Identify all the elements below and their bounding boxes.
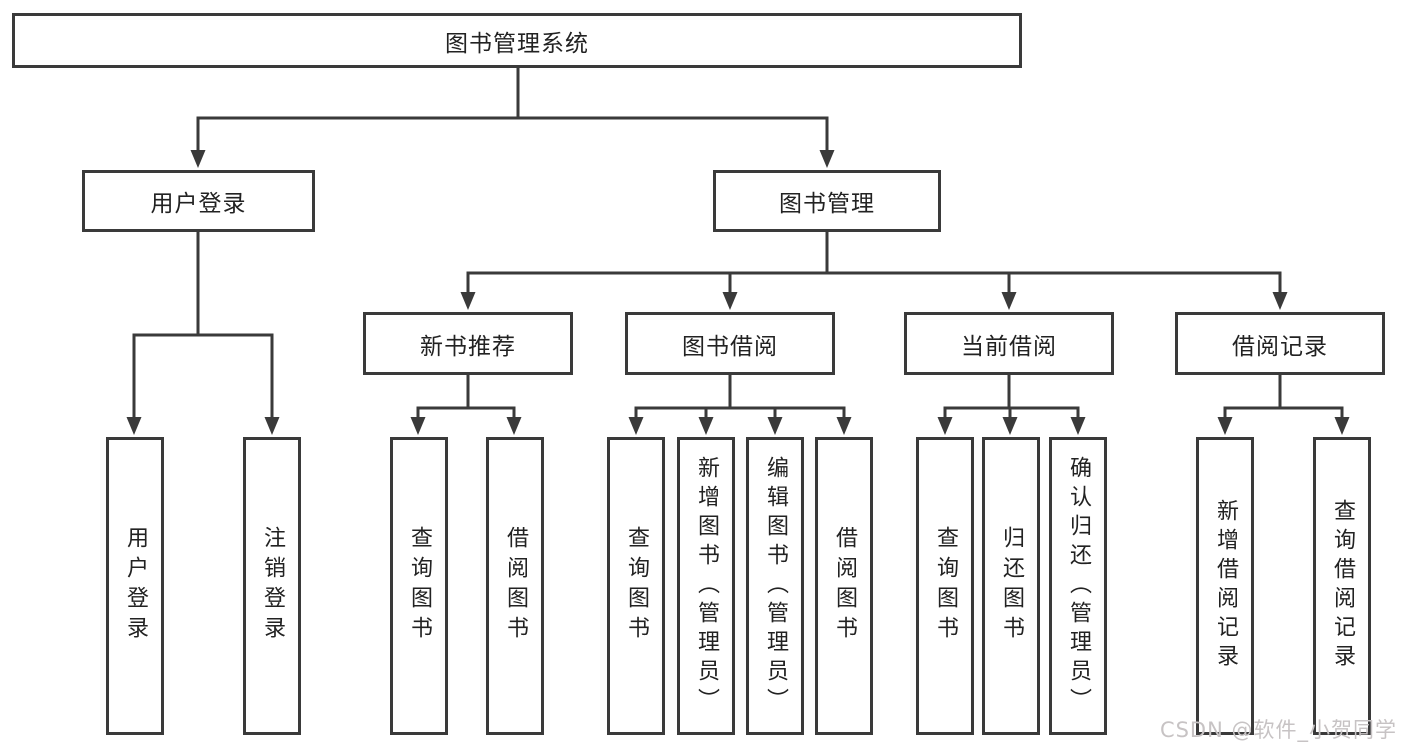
node-book-management: 图书管理 (713, 170, 941, 232)
node-label: 图书借阅 (682, 333, 778, 360)
connector-login-branch (132, 232, 274, 420)
node-current-borrow: 当前借阅 (904, 312, 1114, 375)
leaf-edit-books-admin: 编辑图书（管理员） (746, 437, 804, 735)
node-label: 用户登录 (150, 191, 247, 217)
leaf-label: 确认归还（管理员） (1066, 455, 1091, 717)
csdn-watermark: CSDN @软件_小贺同学 (1159, 718, 1397, 742)
leaf-return-books: 归还图书 (982, 437, 1040, 735)
node-label: 借阅记录 (1232, 333, 1328, 360)
leaf-query-books-current: 查询图书 (916, 437, 974, 735)
node-label: 当前借阅 (961, 333, 1057, 360)
leaf-label: 借阅图书 (832, 526, 857, 646)
node-label: 图书管理系统 (445, 30, 589, 57)
leaf-confirm-return-admin: 确认归还（管理员） (1049, 437, 1107, 735)
leaf-label: 用户登录 (123, 526, 148, 646)
node-library-management-system: 图书管理系统 (12, 13, 1022, 68)
connector-records-group (1223, 375, 1344, 421)
leaf-label: 查询图书 (407, 526, 432, 646)
leaf-logout: 注销登录 (243, 437, 301, 735)
leaf-label: 查询图书 (624, 526, 649, 646)
leaf-label: 归还图书 (999, 526, 1024, 646)
node-label: 图书管理 (779, 191, 875, 217)
leaf-label: 查询借阅记录 (1330, 499, 1355, 673)
leaf-query-borrow-record: 查询借阅记录 (1313, 437, 1371, 735)
leaf-borrow-books: 借阅图书 (815, 437, 873, 735)
node-borrow-records: 借阅记录 (1175, 312, 1385, 375)
leaf-add-borrow-record: 新增借阅记录 (1196, 437, 1254, 735)
leaf-user-login: 用户登录 (106, 437, 164, 735)
leaf-borrow-books-recommend: 借阅图书 (486, 437, 544, 735)
node-book-borrow: 图书借阅 (625, 312, 835, 375)
node-user-login: 用户登录 (82, 170, 315, 232)
leaf-label: 注销登录 (260, 526, 285, 646)
connector-current-group (943, 375, 1080, 421)
leaf-query-books-borrow: 查询图书 (607, 437, 665, 735)
leaf-label: 查询图书 (933, 526, 958, 646)
leaf-label: 编辑图书（管理员） (763, 455, 788, 717)
leaf-label: 借阅图书 (503, 526, 528, 646)
connector-borrow-group (634, 375, 846, 421)
node-new-book-recommend: 新书推荐 (363, 312, 573, 375)
leaf-add-books-admin: 新增图书（管理员） (677, 437, 735, 735)
leaf-query-books-recommend: 查询图书 (390, 437, 448, 735)
connector-newbook-group (416, 375, 516, 421)
connector-mgmt-branch (466, 232, 1282, 294)
leaf-label: 新增图书（管理员） (694, 455, 719, 717)
connector-root (196, 68, 829, 152)
node-label: 新书推荐 (420, 333, 516, 360)
leaf-label: 新增借阅记录 (1213, 499, 1238, 673)
